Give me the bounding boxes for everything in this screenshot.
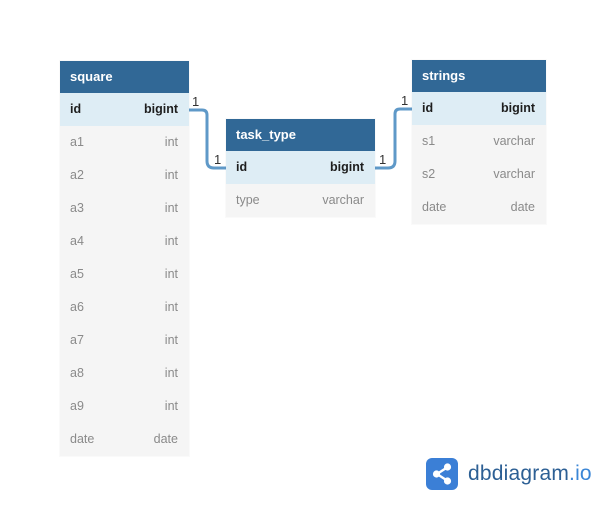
table-row[interactable]: a4 int: [60, 225, 189, 258]
table-row[interactable]: a7 int: [60, 324, 189, 357]
column-name: a6: [70, 300, 84, 314]
column-name: a7: [70, 333, 84, 347]
cardinality-label: 1: [214, 152, 222, 167]
column-name: a5: [70, 267, 84, 281]
column-type: bigint: [329, 160, 364, 174]
table-header[interactable]: strings: [412, 60, 546, 92]
column-type: int: [164, 300, 178, 314]
column-name: type: [236, 193, 260, 207]
table-row[interactable]: id bigint: [60, 93, 189, 126]
table-row[interactable]: s1 varchar: [412, 125, 546, 158]
column-name: date: [70, 432, 95, 446]
table-row[interactable]: a6 int: [60, 291, 189, 324]
column-name: id: [236, 160, 248, 174]
table-row[interactable]: a1 int: [60, 126, 189, 159]
column-name: id: [422, 101, 434, 115]
table-row[interactable]: type varchar: [226, 184, 375, 217]
table-row[interactable]: a5 int: [60, 258, 189, 291]
table-row[interactable]: id bigint: [412, 92, 546, 125]
table-row[interactable]: id bigint: [226, 151, 375, 184]
column-type: varchar: [322, 193, 364, 207]
column-name: s1: [422, 134, 436, 148]
column-type: int: [164, 168, 178, 182]
table-row[interactable]: a9 int: [60, 390, 189, 423]
table-row[interactable]: a8 int: [60, 357, 189, 390]
column-type: int: [164, 201, 178, 215]
column-type: int: [164, 267, 178, 281]
column-name: a3: [70, 201, 84, 215]
brand-wordmark: dbdiagram.io: [468, 462, 592, 486]
cardinality-label: 1: [401, 93, 409, 108]
column-type: varchar: [493, 167, 535, 181]
column-name: a8: [70, 366, 84, 380]
table-task-type[interactable]: task_type id bigint type varchar: [226, 119, 375, 217]
brand-logo[interactable]: dbdiagram.io: [426, 458, 592, 490]
share-nodes-icon: [426, 458, 458, 490]
column-type: varchar: [493, 134, 535, 148]
column-type: int: [164, 135, 178, 149]
table-row[interactable]: a3 int: [60, 192, 189, 225]
table-row[interactable]: date date: [60, 423, 189, 456]
column-type: int: [164, 234, 178, 248]
table-strings[interactable]: strings id bigint s1 varchar s2 varchar …: [412, 60, 546, 224]
cardinality-label: 1: [379, 152, 387, 167]
table-square[interactable]: square id bigint a1 int a2 int a3 int a4…: [60, 61, 189, 456]
column-type: int: [164, 399, 178, 413]
column-type: bigint: [500, 101, 535, 115]
column-name: date: [422, 200, 447, 214]
table-row[interactable]: date date: [412, 191, 546, 224]
cardinality-label: 1: [192, 94, 200, 109]
column-type: int: [164, 333, 178, 347]
column-type: int: [164, 366, 178, 380]
column-name: a2: [70, 168, 84, 182]
column-type: date: [153, 432, 178, 446]
table-row[interactable]: a2 int: [60, 159, 189, 192]
column-type: date: [510, 200, 535, 214]
table-header[interactable]: square: [60, 61, 189, 93]
table-header[interactable]: task_type: [226, 119, 375, 151]
column-name: s2: [422, 167, 436, 181]
brand-tld: .io: [569, 462, 592, 485]
column-name: a4: [70, 234, 84, 248]
column-type: bigint: [143, 102, 178, 116]
brand-name: dbdiagram: [468, 462, 570, 485]
column-name: a9: [70, 399, 84, 413]
table-row[interactable]: s2 varchar: [412, 158, 546, 191]
column-name: a1: [70, 135, 84, 149]
column-name: id: [70, 102, 82, 116]
